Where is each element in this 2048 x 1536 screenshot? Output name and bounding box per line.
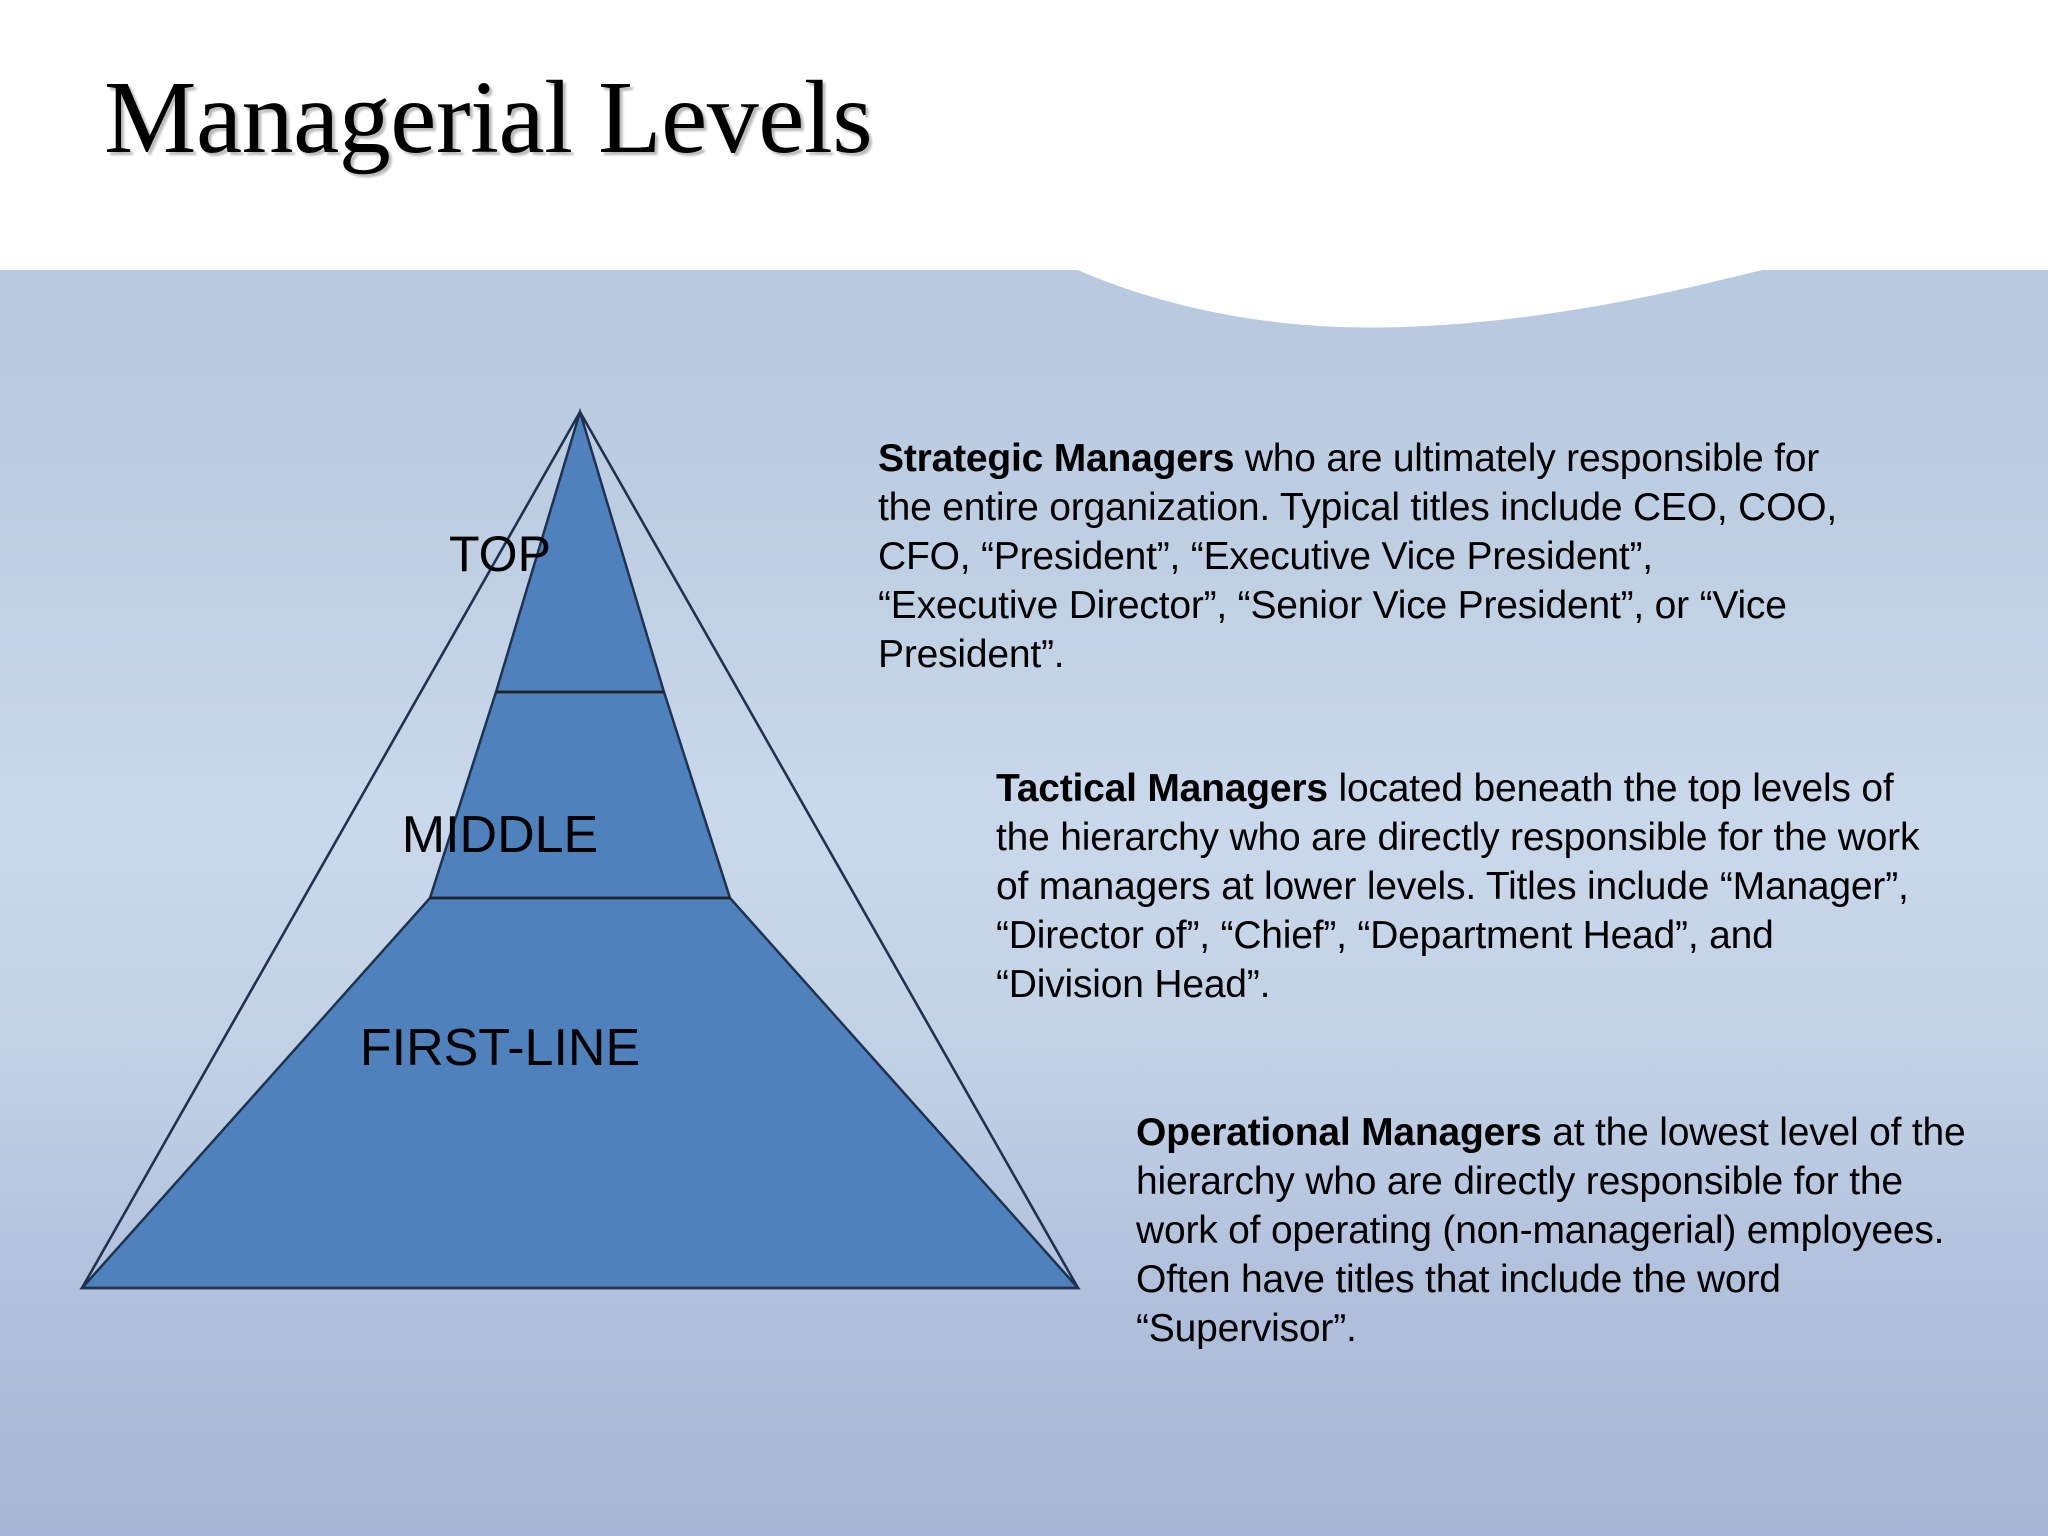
pyramid-label-first-line: FIRST-LINE — [359, 1019, 641, 1077]
pyramid-diagram — [70, 407, 1100, 1290]
description-operational: Operational Managers at the lowest level… — [1136, 1108, 1966, 1353]
pyramid-label-middle: MIDDLE — [401, 806, 599, 864]
page-title: Managerial Levels — [104, 60, 873, 175]
description-strategic-body: who are ultimately responsible for the e… — [878, 437, 1838, 676]
pyramid-label-top: TOP — [449, 526, 551, 582]
description-strategic-lead: Strategic Managers — [878, 437, 1235, 480]
description-strategic: Strategic Managers who are ultimately re… — [878, 434, 1838, 679]
description-operational-body: at the lowest level of the hierarchy who… — [1136, 1111, 1966, 1350]
description-tactical-lead: Tactical Managers — [996, 767, 1328, 810]
pyramid-outline — [79, 409, 1081, 1290]
pyramid-tier-first-line — [79, 896, 1081, 1290]
pyramid-tier-middle — [428, 690, 732, 900]
description-tactical: Tactical Managers located beneath the to… — [996, 764, 1926, 1009]
description-operational-lead: Operational Managers — [1136, 1111, 1542, 1154]
description-tactical-body: located beneath the top levels of the hi… — [996, 767, 1920, 1006]
